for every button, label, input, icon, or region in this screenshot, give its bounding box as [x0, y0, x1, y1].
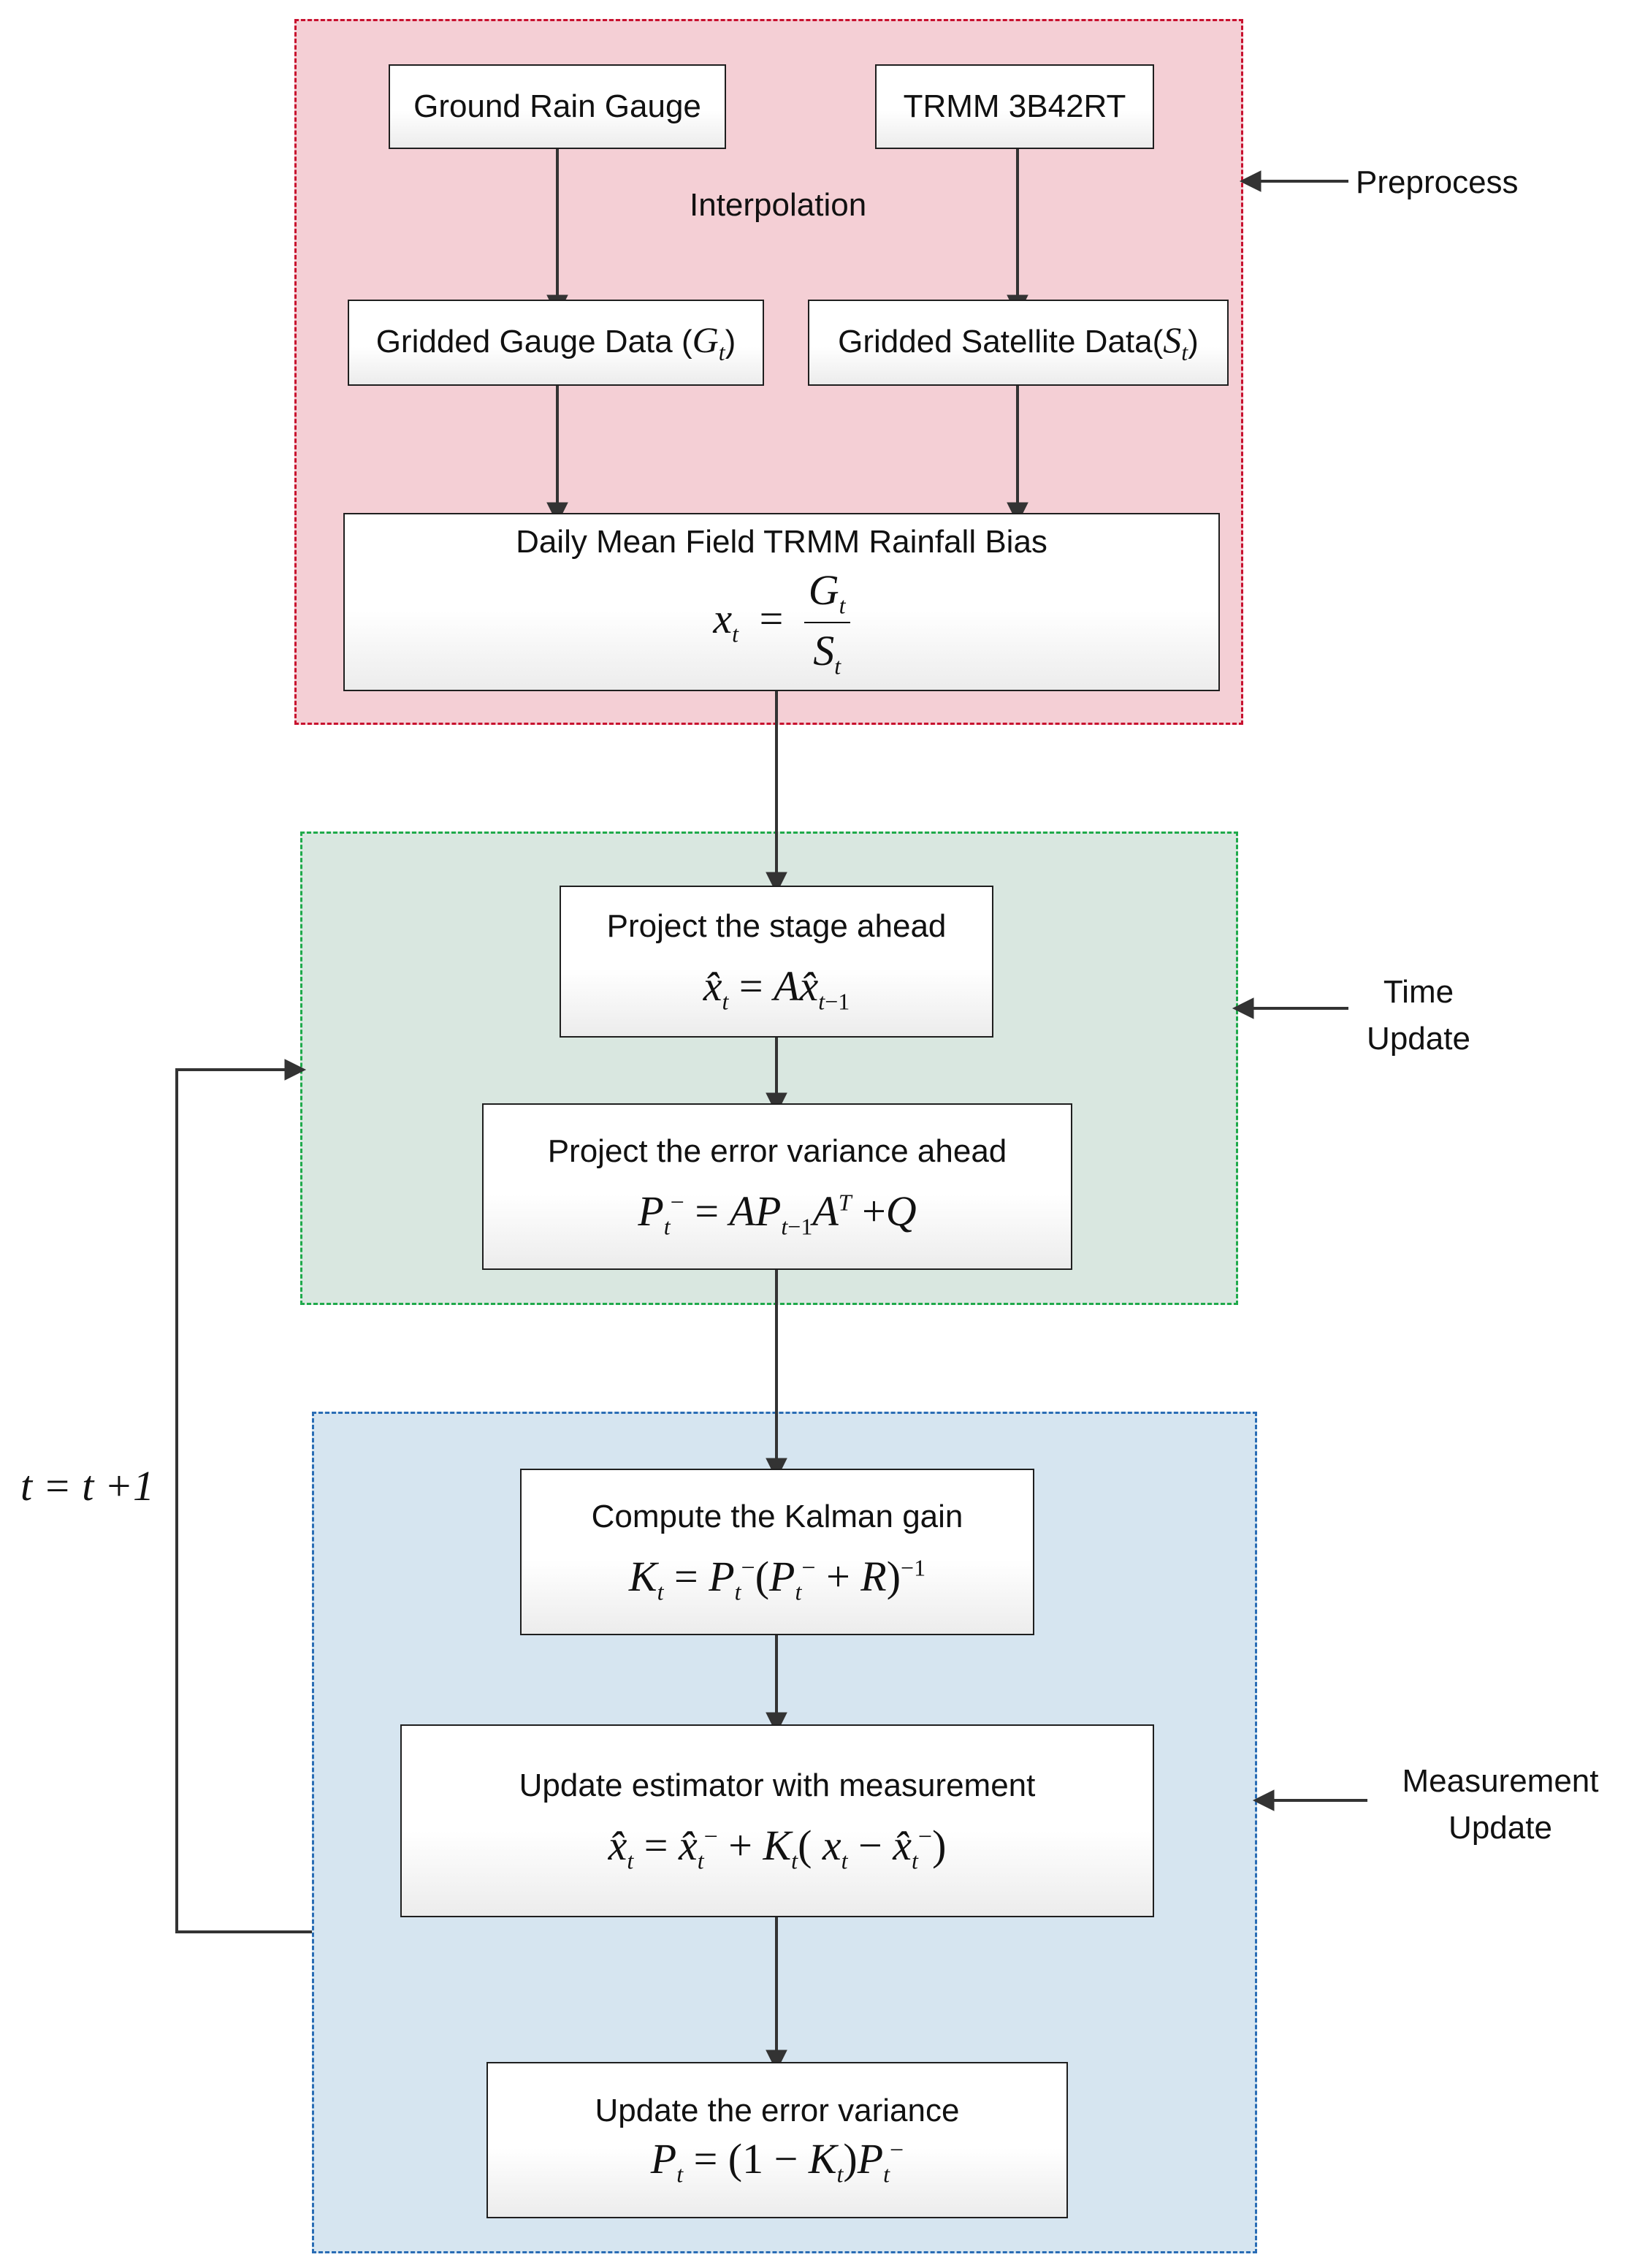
bias-lhs-sub: t [732, 620, 739, 647]
preprocess-label: Preprocess [1356, 164, 1519, 200]
gridded-satellite-text: Gridded Satellite Data( [838, 324, 1164, 360]
project-error-formula: Pt− = APt−1AT +Q [638, 1187, 917, 1240]
gridded-satellite-symbol: S [1163, 319, 1182, 361]
gridded-satellite-subscript: t [1181, 339, 1188, 366]
gridded-satellite-close: ) [1188, 324, 1199, 360]
update-estimator-box: Update estimator with measurement x̂t = … [400, 1724, 1154, 1917]
gridded-gauge-close: ) [725, 324, 736, 360]
ground-rain-gauge-label: Ground Rain Gauge [413, 88, 701, 124]
kalman-gain-title: Compute the Kalman gain [591, 1498, 963, 1534]
time-update-label-line2: Update [1367, 1020, 1470, 1057]
gridded-satellite-label: Gridded Satellite Data(St) [838, 319, 1199, 366]
project-error-box: Project the error variance ahead Pt− = A… [482, 1103, 1072, 1270]
loop-back-line [175, 1068, 312, 1933]
gridded-gauge-symbol: G [692, 319, 719, 361]
bias-lhs: x [713, 594, 733, 642]
trmm-label: TRMM 3B42RT [903, 88, 1126, 124]
update-estimator-formula: x̂t = x̂t− + Kt( xt − x̂t−) [608, 1821, 947, 1874]
project-stage-formula: x̂t = Ax̂t−1 [703, 962, 850, 1015]
update-error-formula: Pt = (1 − Kt)Pt− [650, 2134, 904, 2188]
update-estimator-title: Update estimator with measurement [519, 1767, 1036, 1803]
bias-numerator: G [808, 566, 839, 614]
time-update-label: Time Update [1360, 969, 1477, 1062]
mean-field-bias-title: Daily Mean Field TRMM Rainfall Bias [516, 524, 1047, 560]
gridded-gauge-box: Gridded Gauge Data (Gt) [348, 300, 764, 386]
gridded-gauge-text: Gridded Gauge Data ( [375, 324, 692, 360]
ground-rain-gauge-box: Ground Rain Gauge [389, 64, 726, 149]
trmm-box: TRMM 3B42RT [875, 64, 1154, 149]
bias-denominator: S [813, 627, 835, 675]
bias-equals: = [759, 594, 784, 642]
project-stage-box: Project the stage ahead x̂t = Ax̂t−1 [560, 886, 993, 1038]
kalman-gain-box: Compute the Kalman gain Kt = Pt−(Pt− + R… [520, 1469, 1034, 1635]
time-update-label-line1: Time [1383, 974, 1454, 1010]
gridded-satellite-box: Gridded Satellite Data(St) [808, 300, 1229, 386]
measurement-update-label-line1: Measurement [1402, 1763, 1599, 1799]
kalman-gain-formula: Kt = Pt−(Pt− + R)−1 [628, 1552, 926, 1605]
measurement-update-label: Measurement Update [1383, 1758, 1617, 1852]
gridded-gauge-subscript: t [718, 339, 725, 366]
interpolation-label: Interpolation [690, 187, 867, 223]
project-error-title: Project the error variance ahead [547, 1133, 1007, 1169]
update-error-box: Update the error variance Pt = (1 − Kt)P… [486, 2062, 1068, 2218]
gridded-gauge-label: Gridded Gauge Data (Gt) [376, 319, 736, 366]
bias-fraction: Gt St [804, 566, 850, 680]
mean-field-bias-box: Daily Mean Field TRMM Rainfall Bias xt =… [343, 513, 1220, 691]
mean-field-bias-formula: xt = Gt St [713, 566, 850, 680]
loop-increment-label: t = t +1 [20, 1462, 155, 1510]
measurement-update-label-line2: Update [1448, 1809, 1552, 1846]
bias-numerator-sub: t [839, 592, 846, 619]
update-error-title: Update the error variance [595, 2092, 960, 2128]
project-stage-title: Project the stage ahead [606, 907, 947, 944]
bias-denominator-sub: t [834, 652, 841, 680]
